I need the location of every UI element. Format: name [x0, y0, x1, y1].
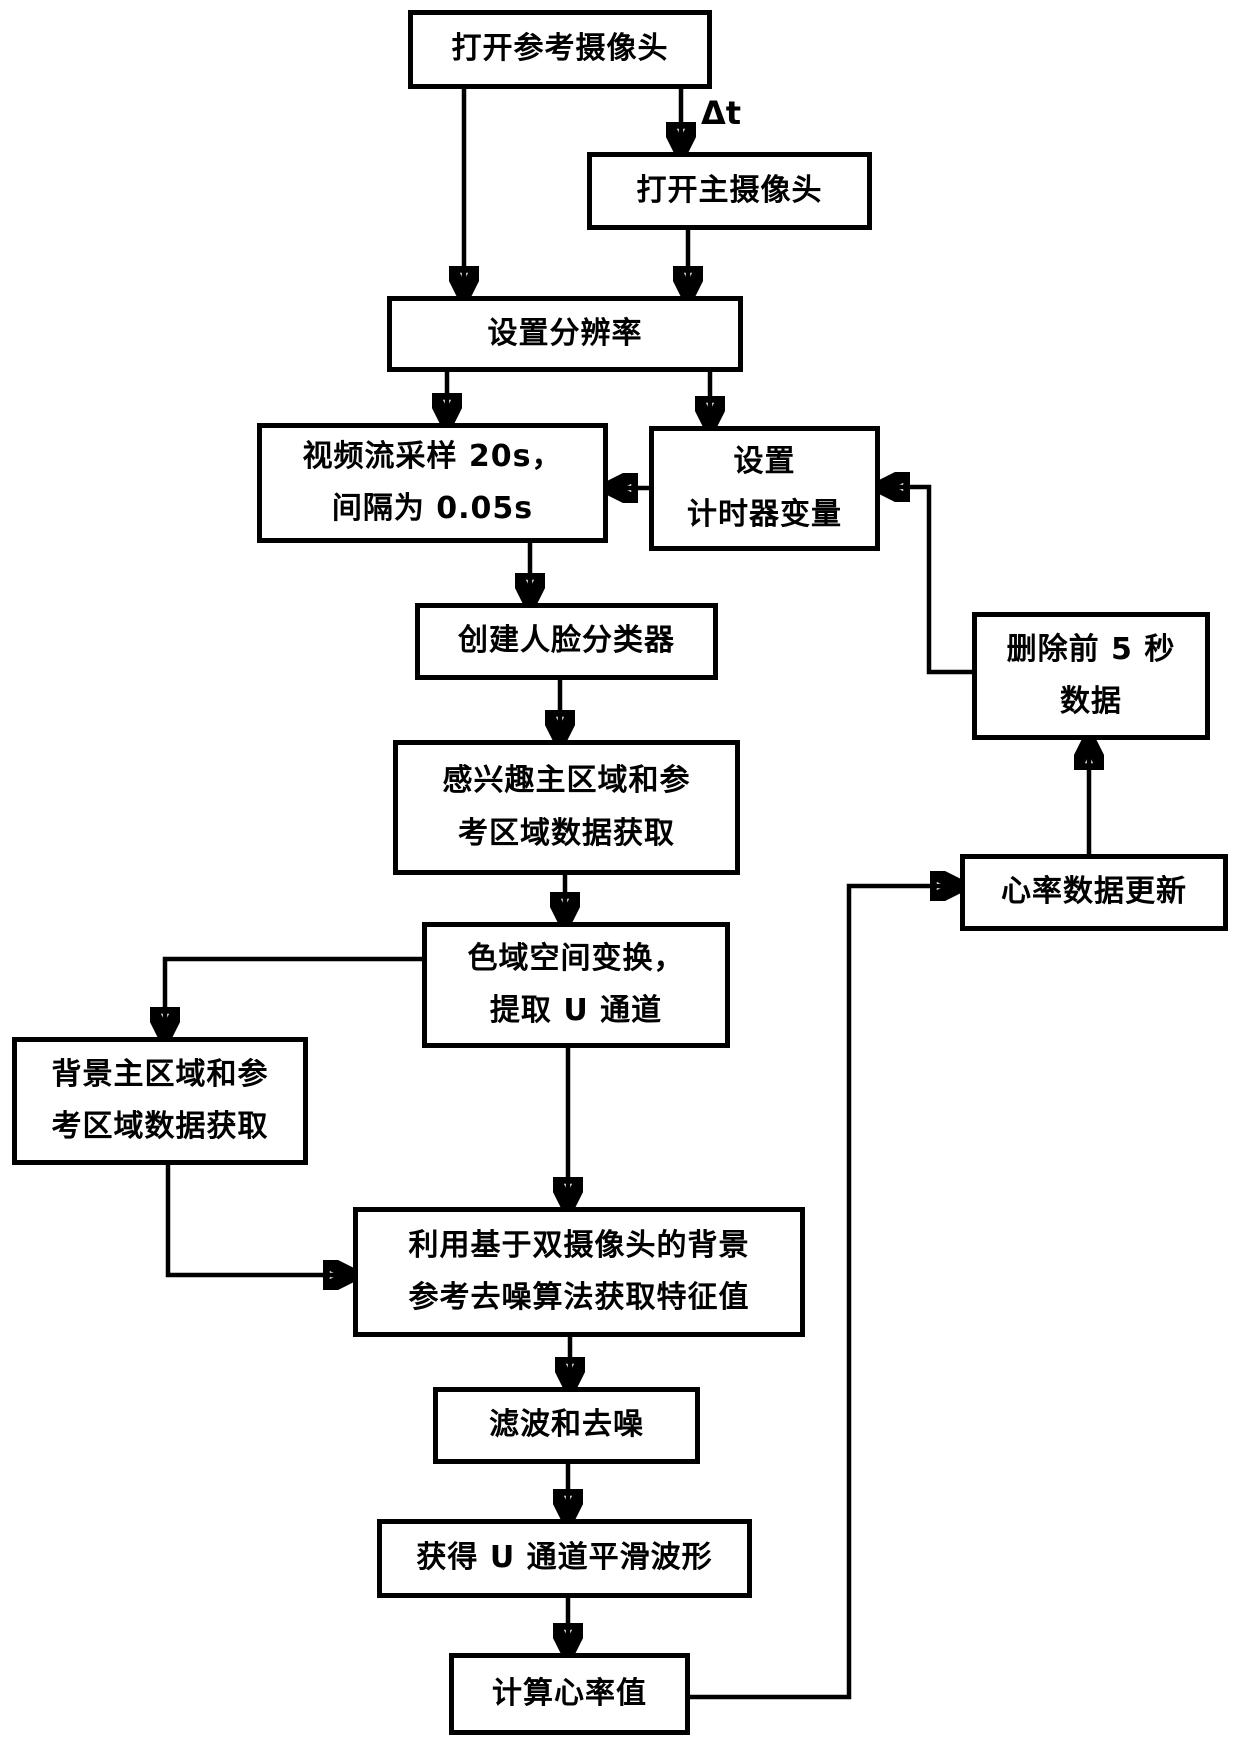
arrow-color-space-to-background-data — [165, 956, 422, 1037]
node-set-timer: 设置 计时器变量 — [649, 426, 880, 551]
delta-t-label: Δt — [701, 94, 742, 132]
arrow-calc-heart-rate-to-hr-update — [690, 886, 960, 1700]
node-calc-heart-rate: 计算心率值 — [449, 1653, 690, 1735]
node-denoise-features: 利用基于双摄像头的背景 参考去噪算法获取特征值 — [353, 1207, 805, 1337]
node-create-face-classifier: 创建人脸分类器 — [415, 603, 718, 680]
node-background-data: 背景主区域和参 考区域数据获取 — [12, 1037, 308, 1165]
node-open-main-camera: 打开主摄像头 — [587, 152, 872, 230]
node-open-ref-camera: 打开参考摄像头 — [408, 10, 712, 89]
node-delete-first-5s: 删除前 5 秒 数据 — [972, 612, 1210, 740]
node-color-space: 色域空间变换， 提取 U 通道 — [422, 922, 730, 1048]
node-smooth-waveform: 获得 U 通道平滑波形 — [377, 1519, 752, 1598]
node-hr-update: 心率数据更新 — [960, 854, 1228, 931]
node-set-resolution: 设置分辨率 — [387, 296, 743, 372]
node-filter-denoise: 滤波和去噪 — [433, 1387, 700, 1464]
node-video-sampling: 视频流采样 20s， 间隔为 0.05s — [257, 423, 608, 543]
arrow-delete-first-5s-to-set-timer — [880, 487, 972, 675]
arrow-background-data-to-denoise-features — [165, 1165, 353, 1275]
node-roi-data: 感兴趣主区域和参 考区域数据获取 — [393, 740, 740, 875]
